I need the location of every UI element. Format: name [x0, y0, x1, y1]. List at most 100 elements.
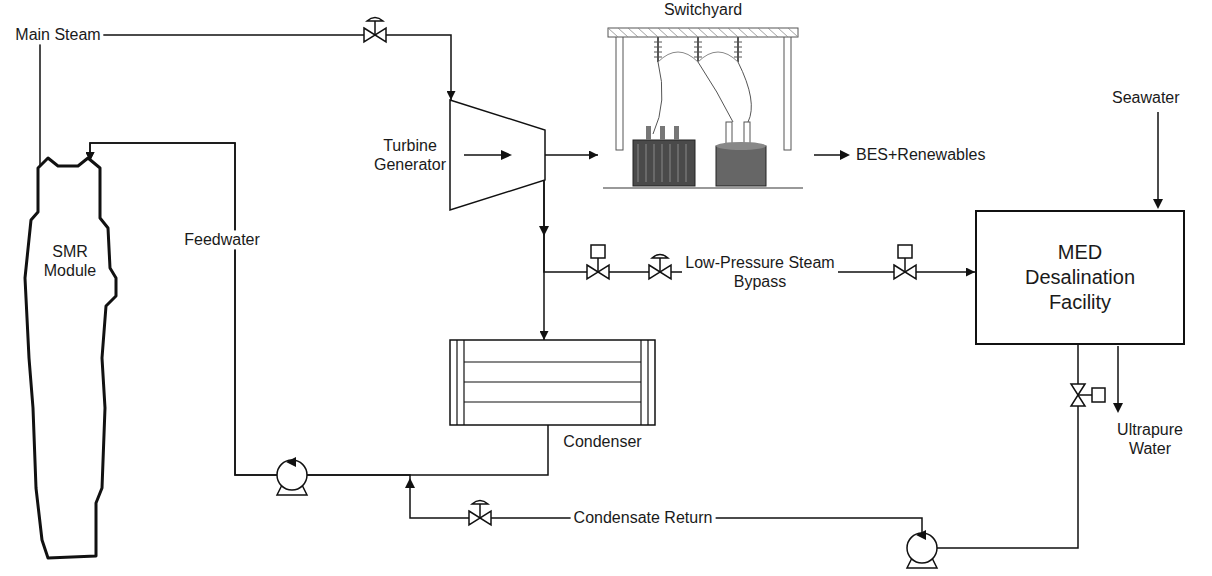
product-arrow — [1117, 346, 1119, 404]
switchyard-part — [654, 47, 662, 48]
feed-pump — [277, 457, 307, 495]
turbine-outline — [450, 100, 545, 210]
control-valve — [1071, 384, 1105, 406]
manual-valve — [649, 255, 671, 280]
flow-label: BES+Renewables — [856, 145, 985, 164]
export-arrow — [814, 150, 850, 160]
switchyard-part — [648, 28, 658, 37]
condenser-part — [647, 340, 648, 425]
turbine-generator: Turbine Generator — [372, 100, 548, 212]
switchyard-part — [734, 52, 742, 53]
switchyard-part — [718, 28, 728, 37]
switchyard-part — [658, 52, 738, 62]
switchyard-part — [698, 62, 733, 122]
switchyard-part — [694, 52, 702, 53]
switchyard-part — [633, 140, 695, 186]
condenser-part — [450, 340, 655, 425]
export-arrow — [814, 154, 842, 156]
switchyard-part — [728, 28, 738, 37]
node-outline — [598, 22, 808, 197]
switchyard-part — [657, 37, 659, 62]
pipe-connector — [90, 143, 1078, 548]
control-valve — [894, 245, 916, 279]
manual-valve — [364, 18, 386, 43]
condenser-part — [456, 340, 457, 425]
switchyard-part — [694, 42, 702, 43]
switchyard-part — [698, 28, 708, 37]
condenser-box: Condenser — [450, 340, 655, 458]
switchyard-part — [678, 144, 679, 182]
switchyard-figure: Switchyard — [598, 0, 808, 198]
product-arrow — [1113, 346, 1123, 413]
switchyard-part — [708, 28, 718, 37]
switchyard-part — [734, 47, 742, 48]
switchyard-part — [748, 28, 758, 37]
switchyard-part — [670, 144, 671, 182]
switchyard-part — [788, 28, 798, 37]
switchyard-part — [697, 37, 699, 62]
export-arrow — [840, 150, 850, 160]
pipe-connector — [545, 154, 598, 156]
switchyard-part — [716, 146, 766, 186]
switchyard-part — [654, 42, 662, 43]
switchyard-part — [758, 28, 768, 37]
pipe-label: Feedwater — [181, 230, 263, 249]
switchyard-part — [660, 126, 665, 140]
pipe-label: Main Steam — [12, 25, 103, 44]
switchyard-part — [638, 144, 639, 182]
switchyard-part — [686, 144, 687, 182]
node-label: Turbine Generator — [372, 136, 448, 174]
node-outline — [18, 158, 122, 563]
reactor-module: SMR Module — [18, 158, 122, 563]
switchyard-part — [618, 28, 628, 37]
module-outline — [25, 158, 116, 558]
switchyard-part — [654, 144, 655, 182]
condenser-part — [464, 381, 641, 382]
control-valve — [587, 245, 609, 279]
switchyard-part — [678, 28, 688, 37]
switchyard-part — [646, 144, 647, 182]
switchyard-part — [608, 28, 618, 37]
product-arrow — [1113, 403, 1123, 413]
switchyard-part — [638, 28, 648, 37]
flow-arrowhead — [539, 226, 549, 236]
switchyard-part — [662, 144, 663, 182]
switchyard-part — [646, 126, 651, 140]
condenser-part — [464, 401, 641, 402]
switchyard-part — [654, 57, 662, 58]
node-label: Condenser — [550, 432, 655, 451]
node-label: SMR Module — [38, 242, 102, 280]
flow-arrow — [501, 150, 512, 160]
switchyard-part — [734, 42, 742, 43]
control-valve — [1071, 384, 1105, 406]
switchyard-part — [608, 28, 798, 37]
switchyard-part — [674, 126, 679, 140]
switchyard-part — [784, 30, 791, 150]
switchyard-part — [768, 28, 778, 37]
switchyard-part — [694, 57, 702, 58]
node-outline — [450, 100, 545, 210]
feed-pump — [277, 457, 307, 495]
node-outline — [450, 340, 655, 425]
seawater-arrow — [1153, 112, 1163, 209]
control-valve — [587, 245, 609, 279]
switchyard-part — [653, 62, 662, 134]
manual-valve — [649, 255, 671, 280]
switchyard-part — [734, 57, 742, 58]
flow-label: Ultrapure Water — [1110, 420, 1190, 458]
switchyard-drawing — [603, 28, 803, 188]
switchyard-part — [737, 37, 739, 62]
switchyard-part — [616, 30, 623, 150]
flow-label: Seawater — [1112, 88, 1180, 107]
return-pump — [907, 530, 937, 568]
process-box: MED Desalination Facility — [975, 210, 1185, 345]
return-pump — [907, 530, 937, 568]
switchyard-part — [668, 28, 678, 37]
switchyard-part — [738, 62, 751, 122]
pipe-label: Condensate Return — [571, 508, 716, 527]
node-label: Switchyard — [598, 0, 808, 19]
seawater-arrow — [1157, 112, 1159, 200]
switchyard-part — [628, 28, 638, 37]
